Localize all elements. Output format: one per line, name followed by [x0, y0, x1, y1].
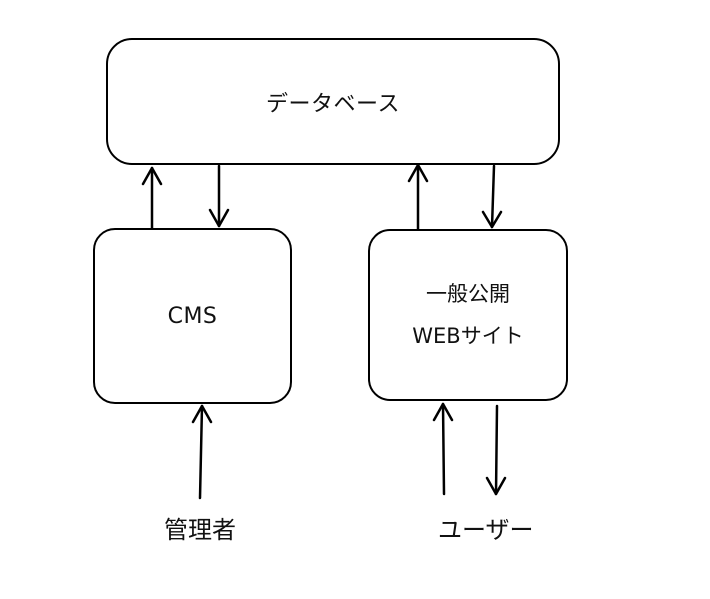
database-box: データベース — [106, 38, 560, 165]
public-website-label-line1: 一般公開 — [426, 282, 510, 306]
arrow-website-to-database — [407, 163, 429, 231]
arrow-admin-to-cms — [191, 404, 213, 500]
public-website-box: 一般公開 WEBサイト — [368, 229, 568, 401]
database-label: データベース — [266, 91, 400, 117]
public-website-label-line2: WEBサイト — [412, 324, 524, 348]
arrow-database-to-website — [481, 164, 503, 229]
admin-label: 管理者 — [164, 516, 236, 544]
arrow-cms-to-database — [141, 166, 163, 230]
arrow-database-to-cms — [208, 164, 230, 228]
arrow-user-to-website — [432, 402, 454, 496]
arrow-website-to-user — [485, 404, 507, 496]
cms-label: CMS — [167, 303, 218, 329]
cms-box: CMS — [93, 228, 292, 404]
user-label: ユーザー — [438, 516, 534, 544]
